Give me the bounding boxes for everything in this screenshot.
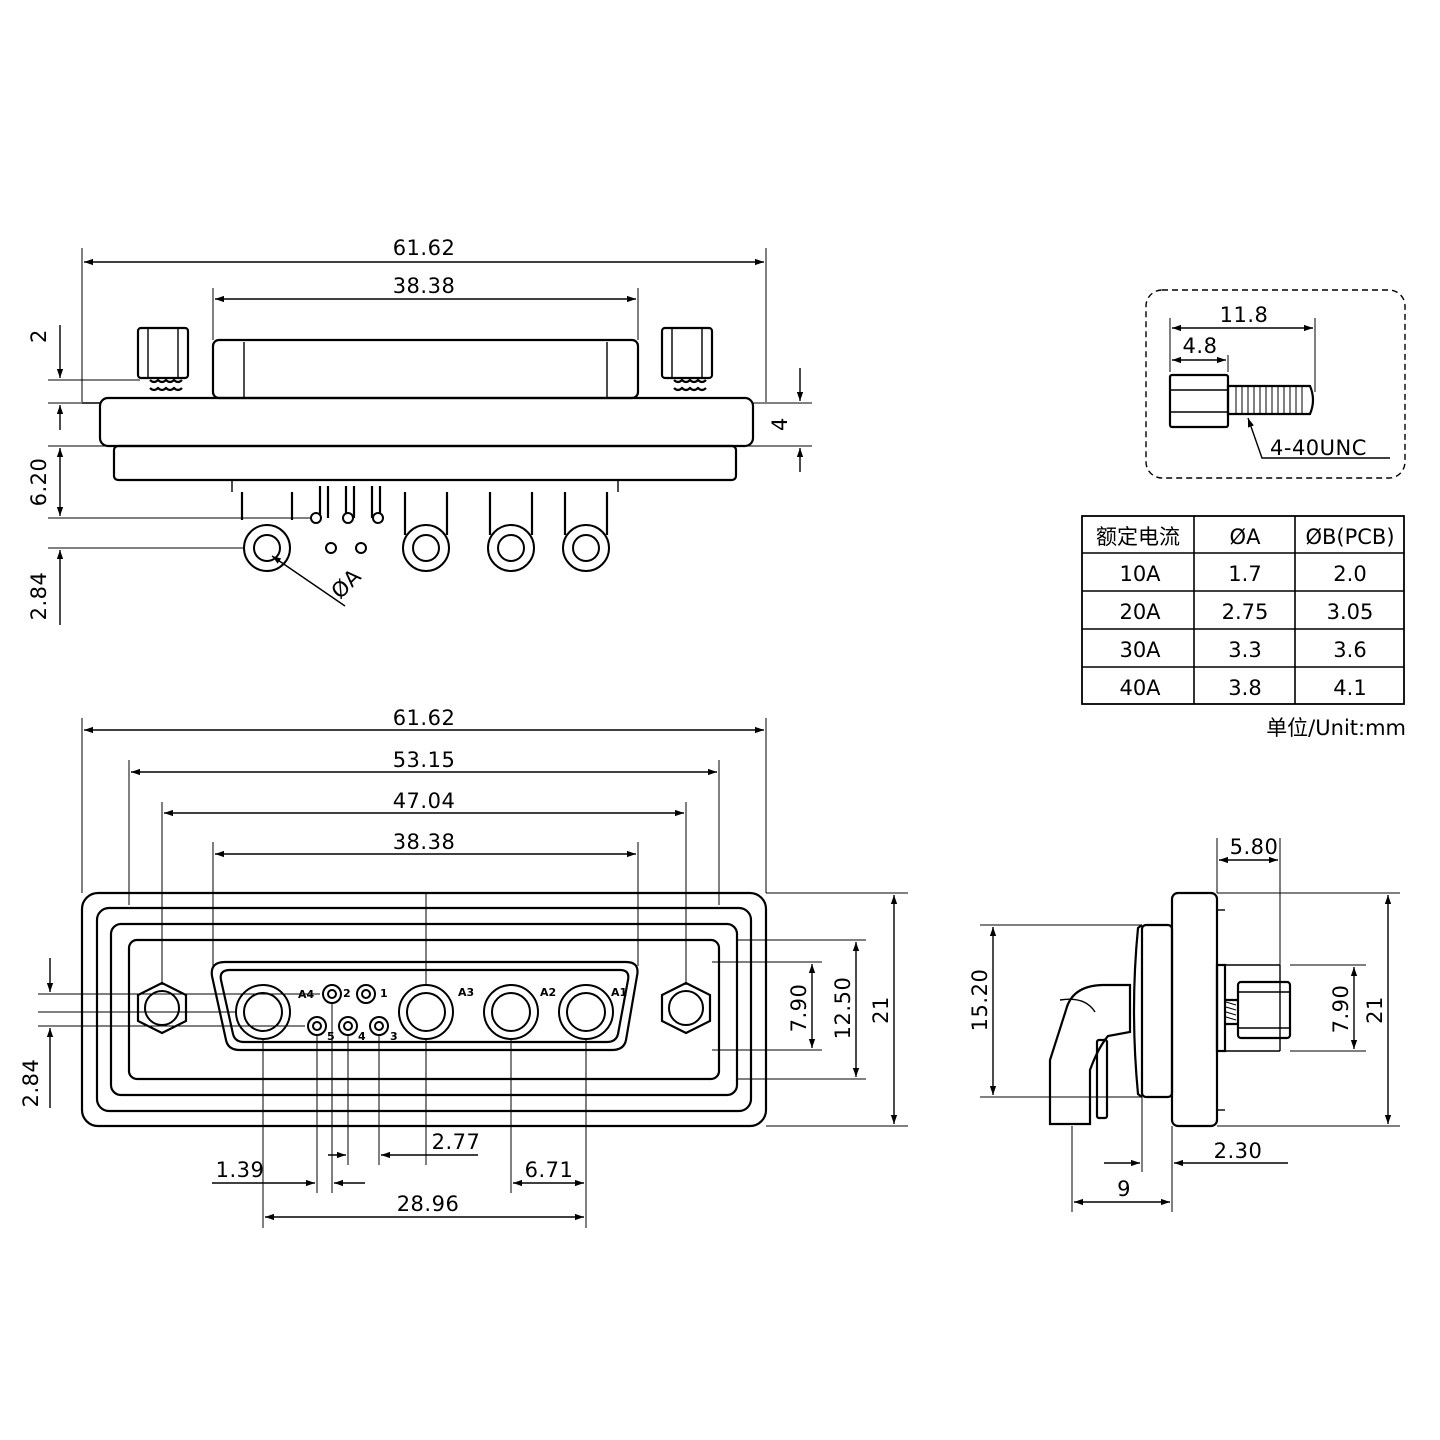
dim-front-overall-width: 61.62 [393, 706, 456, 730]
table-header-phi-b: ØB(PCB) [1305, 525, 1394, 549]
pin-label-2: 2 [343, 987, 351, 1000]
dim-front-shell-height: 12.50 [831, 977, 855, 1040]
top-view: 61.62 38.38 [27, 236, 812, 625]
table-cell: 10A [1119, 562, 1161, 586]
dim-power-pin-pitch: 6.71 [525, 1158, 574, 1182]
dim-side-pin-row-height: 7.90 [1329, 985, 1353, 1034]
dim-mount-outer: 53.15 [393, 748, 456, 772]
dim-side-body-height: 15.20 [968, 969, 992, 1032]
dim-mount-hole-pitch: 47.04 [393, 789, 456, 813]
pin-label-5: 5 [327, 1030, 335, 1043]
dim-pin-offset-2: 2.84 [27, 572, 51, 621]
table-cell: 30A [1119, 638, 1161, 662]
pin-label-a1: A1 [611, 986, 627, 999]
side-view: 5.80 15.20 7.90 21 2.30 9 [968, 835, 1400, 1212]
dim-front-overall-height: 21 [869, 996, 893, 1024]
pin-label-4: 4 [358, 1030, 366, 1043]
dim-small-pin-half-pitch: 1.39 [216, 1158, 265, 1182]
table-cell: 4.1 [1333, 676, 1366, 700]
table-cell: 20A [1119, 600, 1161, 624]
dim-side-depth: 9 [1117, 1177, 1131, 1201]
dim-screw-total-length: 11.8 [1220, 303, 1269, 327]
pin-label-a2: A2 [540, 986, 556, 999]
table-cell: 1.7 [1228, 562, 1261, 586]
dim-power-pin-span: 28.96 [397, 1192, 460, 1216]
pin-label-3: 3 [390, 1030, 398, 1043]
dim-screw-hex-length: 4.8 [1183, 334, 1218, 358]
table-cell: 40A [1119, 676, 1161, 700]
dim-flange-thickness: 4 [768, 417, 792, 431]
dim-standoff-width: 5.80 [1230, 835, 1279, 859]
table-cell: 3.6 [1333, 638, 1366, 662]
label-thread-spec: 4-40UNC [1270, 436, 1367, 460]
dim-flange-offset: 2.30 [1214, 1139, 1263, 1163]
dim-top-overall-width: 61.62 [393, 236, 456, 260]
dim-front-pin-row-height: 7.90 [787, 984, 811, 1033]
table-cell: 2.75 [1222, 600, 1269, 624]
table-header-current: 额定电流 [1096, 525, 1180, 549]
dim-front-left-offset: 2.84 [19, 1059, 43, 1108]
screw-detail: 11.8 4.8 4-40UNC [1145, 289, 1406, 479]
table-header-phi-a: ØA [1230, 525, 1262, 549]
dim-front-shell-width: 38.38 [393, 830, 456, 854]
dim-side-overall-height: 21 [1363, 996, 1387, 1024]
unit-note: 单位/Unit:mm [1266, 716, 1406, 740]
rating-table: 额定电流 ØA ØB(PCB) 10A 1.7 2.0 20A 2.75 3.0… [1081, 515, 1406, 740]
dim-pin-offset-1: 6.20 [27, 458, 51, 507]
front-view: 61.62 53.15 47.04 38.38 [19, 706, 908, 1228]
dim-screw-height: 2 [27, 329, 51, 343]
table-cell: 3.05 [1327, 600, 1374, 624]
pin-label-a3: A3 [458, 986, 474, 999]
dim-top-shell-width: 38.38 [393, 274, 456, 298]
table-cell: 3.3 [1228, 638, 1261, 662]
pin-label-1: 1 [380, 987, 388, 1000]
table-cell: 3.8 [1228, 676, 1261, 700]
dim-small-pin-pitch: 2.77 [432, 1130, 481, 1154]
table-cell: 2.0 [1333, 562, 1366, 586]
